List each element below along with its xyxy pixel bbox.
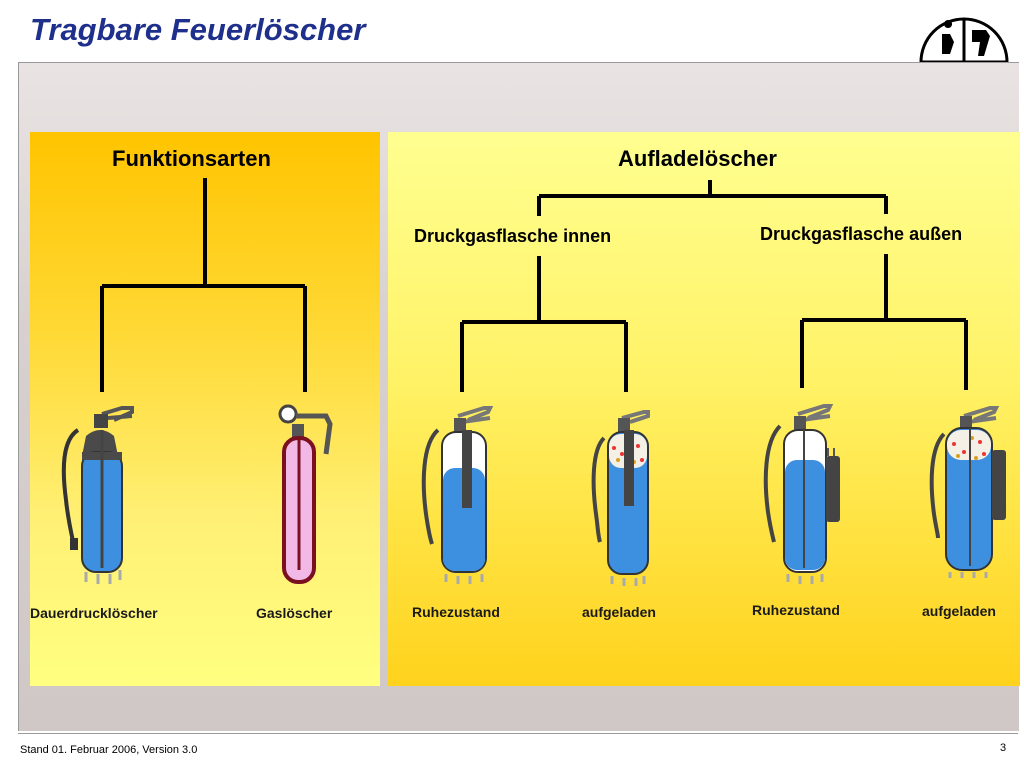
heading-druckgasflasche-aussen: Druckgasflasche außen: [760, 224, 963, 244]
footer-status: Stand 01. Februar 2006, Version 3.0: [20, 744, 198, 756]
extinguisher-external-resting-icon: [763, 404, 840, 584]
label-aussen-ruhezustand: Ruhezustand: [752, 602, 840, 618]
label-innen-aufgeladen: aufgeladen: [582, 604, 656, 620]
panel-aufladeloescher: [388, 132, 1020, 686]
label-dauerdruckloescher: Dauerdrucklöscher: [30, 605, 158, 621]
heading-aufladeloescher: Aufladelöscher: [618, 146, 777, 171]
footer-divider: [18, 733, 1018, 734]
page-title: Tragbare Feuerlöscher: [30, 12, 366, 47]
label-innen-ruhezustand: Ruhezustand: [412, 604, 500, 620]
heading-funktionsarten: Funktionsarten: [112, 146, 271, 171]
page-number: 3: [1000, 742, 1007, 754]
label-gasloescher: Gaslöscher: [256, 605, 333, 621]
extinguisher-internal-charged-icon: [591, 410, 650, 586]
extinguisher-gas-icon: [278, 404, 333, 584]
extinguisher-permanent-pressure-icon: [61, 406, 134, 584]
extinguisher-internal-resting-icon: [421, 406, 494, 584]
heading-druckgasflasche-innen: Druckgasflasche innen: [414, 226, 612, 246]
label-aussen-aufgeladen: aufgeladen: [922, 603, 996, 619]
extinguisher-external-charged-icon: [929, 406, 1006, 578]
